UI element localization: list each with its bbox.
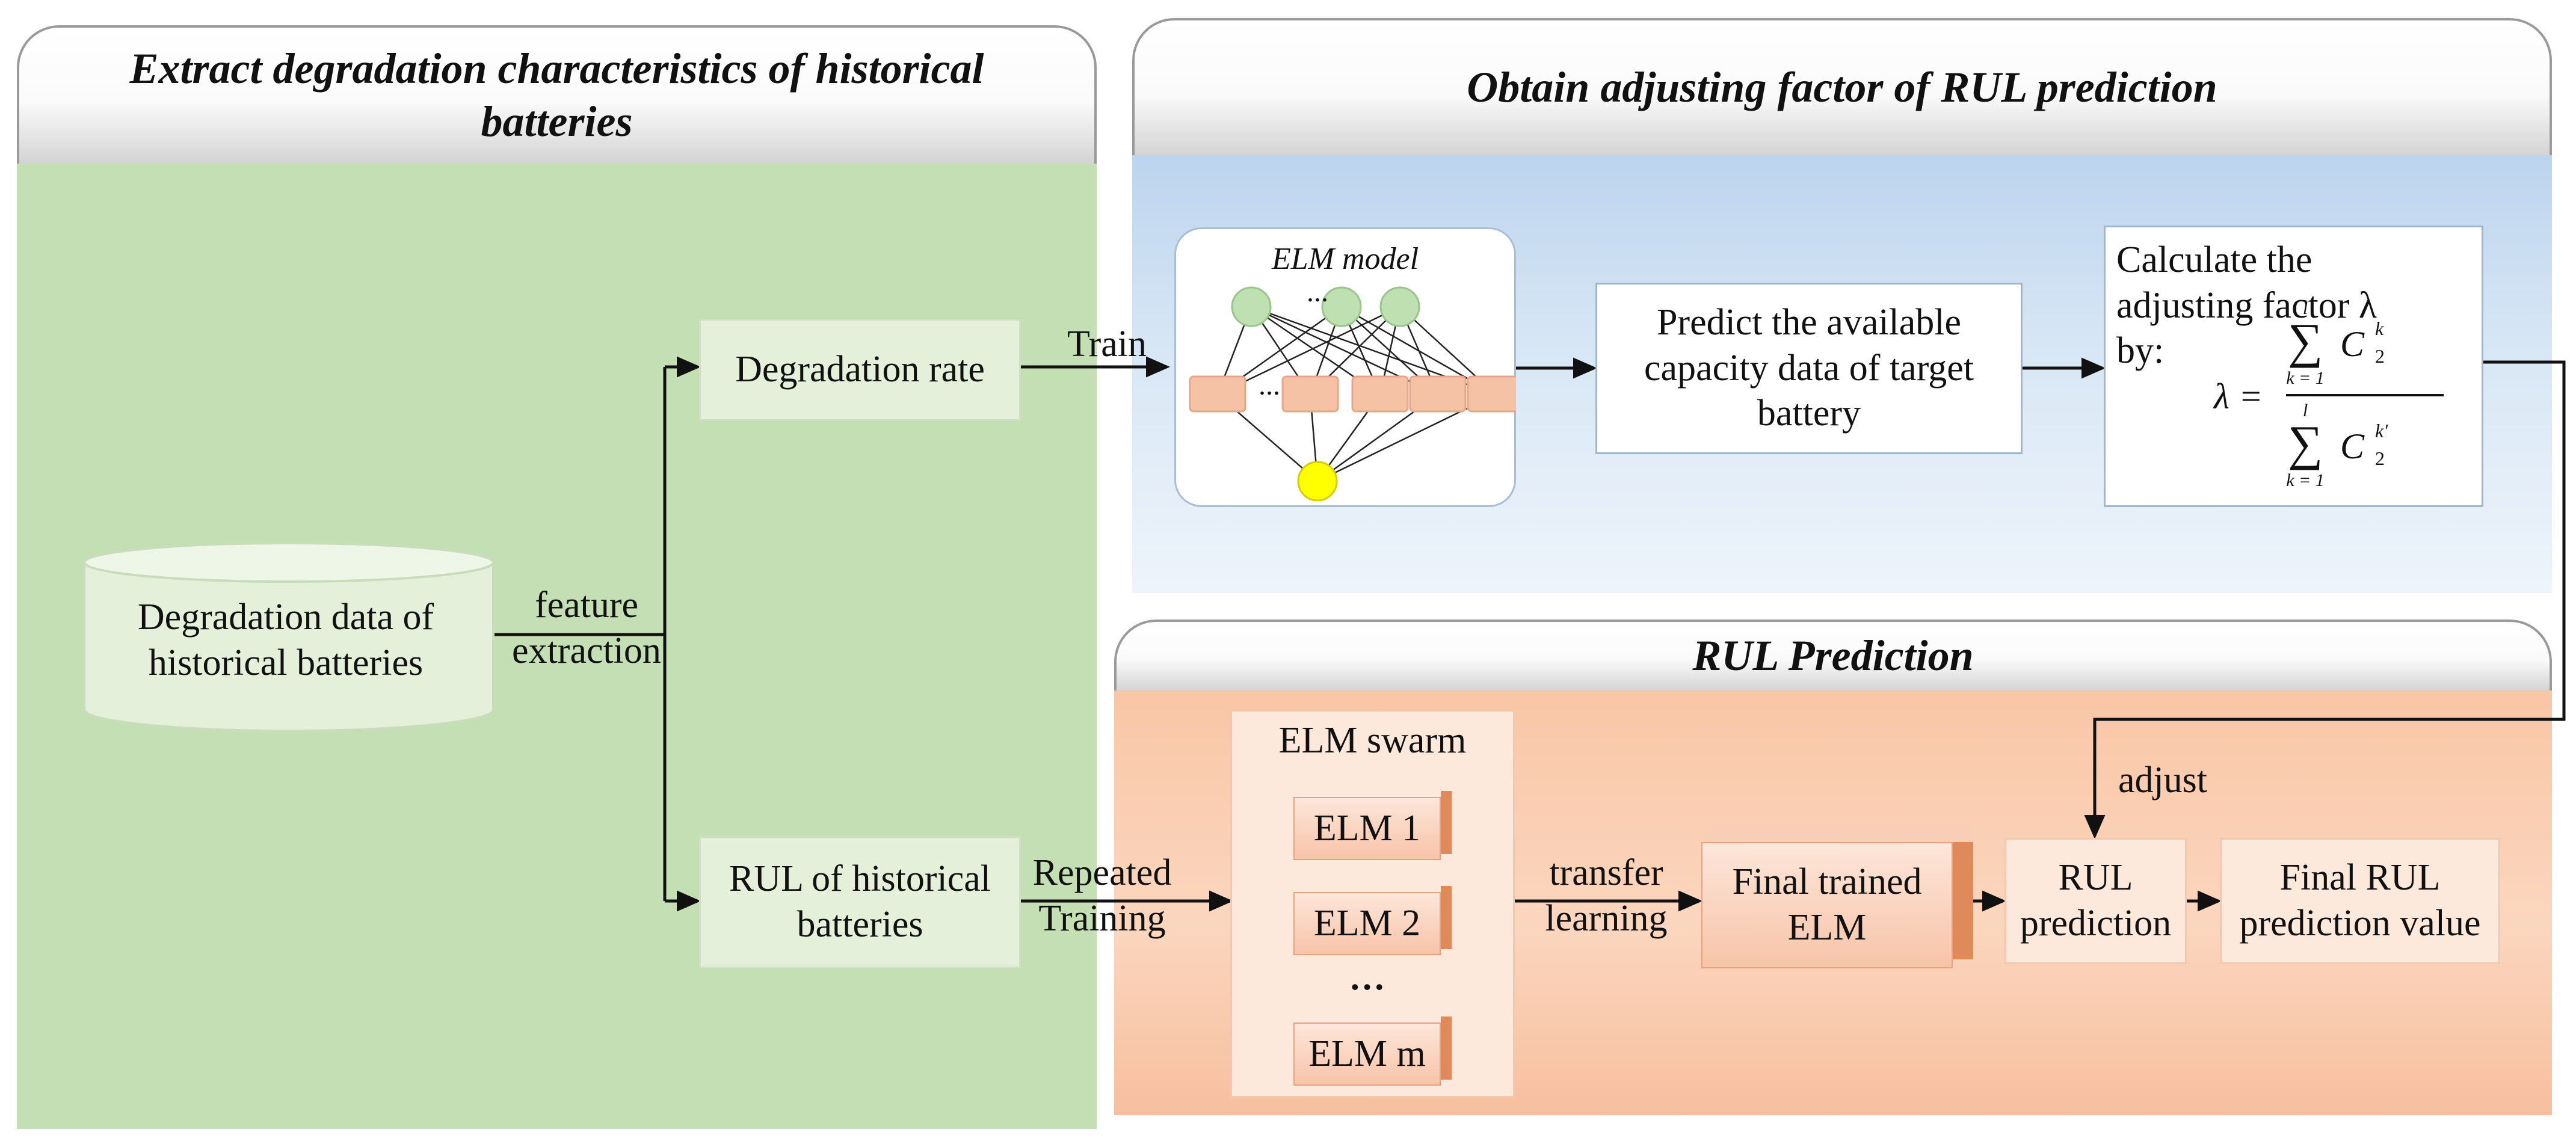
elm-item-1: ELM 1 [1293,797,1441,860]
adjusting-factor-text: Calculate the adjusting factor λ by: [2116,239,2377,372]
final-trained-elm-top [1712,823,1973,842]
elm-item-m: ELM m [1293,1023,1441,1086]
elm-hidden-ellipsis: ... [1259,369,1280,401]
feature-extraction-label: feature extraction [512,585,661,671]
adjusting-factor-box [2104,226,2483,507]
denominator-superscript: k' [2375,420,2388,441]
adjust-line [2084,360,2566,839]
elm-swarm-dots: … [1349,957,1385,997]
elm-item-2: ELM 2 [1293,892,1441,955]
repeated-training-label: Repeated Training [1032,852,1172,939]
elm-network-diagram [1189,286,1516,502]
numerator-sum-symbol: ∑ [2287,313,2323,368]
adjust-label: adjust [2118,759,2208,801]
denominator-term: C [2340,426,2365,466]
fraction-bar [2286,394,2444,396]
hidden-nodes [1189,375,1516,413]
input-nodes [1231,286,1420,327]
database-cylinder [83,542,495,732]
elm-model-label: ELM model [1271,241,1419,276]
numerator-term: C [2340,324,2365,364]
output-node [1297,461,1338,502]
elm-swarm-title: ELM swarm [1278,720,1467,761]
predict-capacity-box: Predict the available capacity data of t… [1595,283,2023,454]
degradation-rate-box: Degradation rate [699,319,1021,421]
elm-item-2-side [1441,886,1452,949]
elm-item-1-side [1441,791,1452,854]
elm-item-m-side [1441,1016,1452,1080]
rul-historical-box: RUL of historical batteries [699,836,1021,968]
transfer-learning-label: transfer learning [1545,852,1668,939]
final-rul-value-box: Final RUL prediction value [2220,838,2500,964]
elm-input-ellipsis: ... [1307,275,1328,308]
train-label: Train [1067,323,1147,364]
left-panel-title: Extract degradation characteristics of h… [17,25,1097,164]
numerator-sum-upper: l [2302,298,2308,318]
rul-panel-title: RUL Prediction [1114,620,2552,690]
final-trained-elm-side [1953,833,1973,959]
lambda-symbol: λ = [2214,377,2263,416]
numerator-superscript: k [2375,318,2384,339]
final-trained-elm-box: Final trained ELM [1701,842,1953,968]
database-label: Degradation data of historical batteries [137,597,434,683]
adjust-panel-title: Obtain adjusting factor of RUL predictio… [1132,18,2552,155]
numerator-sum-lower: k = 1 [2286,368,2325,388]
denominator-sum-upper: l [2302,401,2308,420]
denominator-sum-symbol: ∑ [2287,416,2323,470]
rul-prediction-box: RUL prediction [2004,838,2187,964]
numerator-subscript: 2 [2375,345,2385,367]
denominator-sum-lower: k = 1 [2286,470,2325,490]
denominator-subscript: 2 [2375,447,2385,469]
